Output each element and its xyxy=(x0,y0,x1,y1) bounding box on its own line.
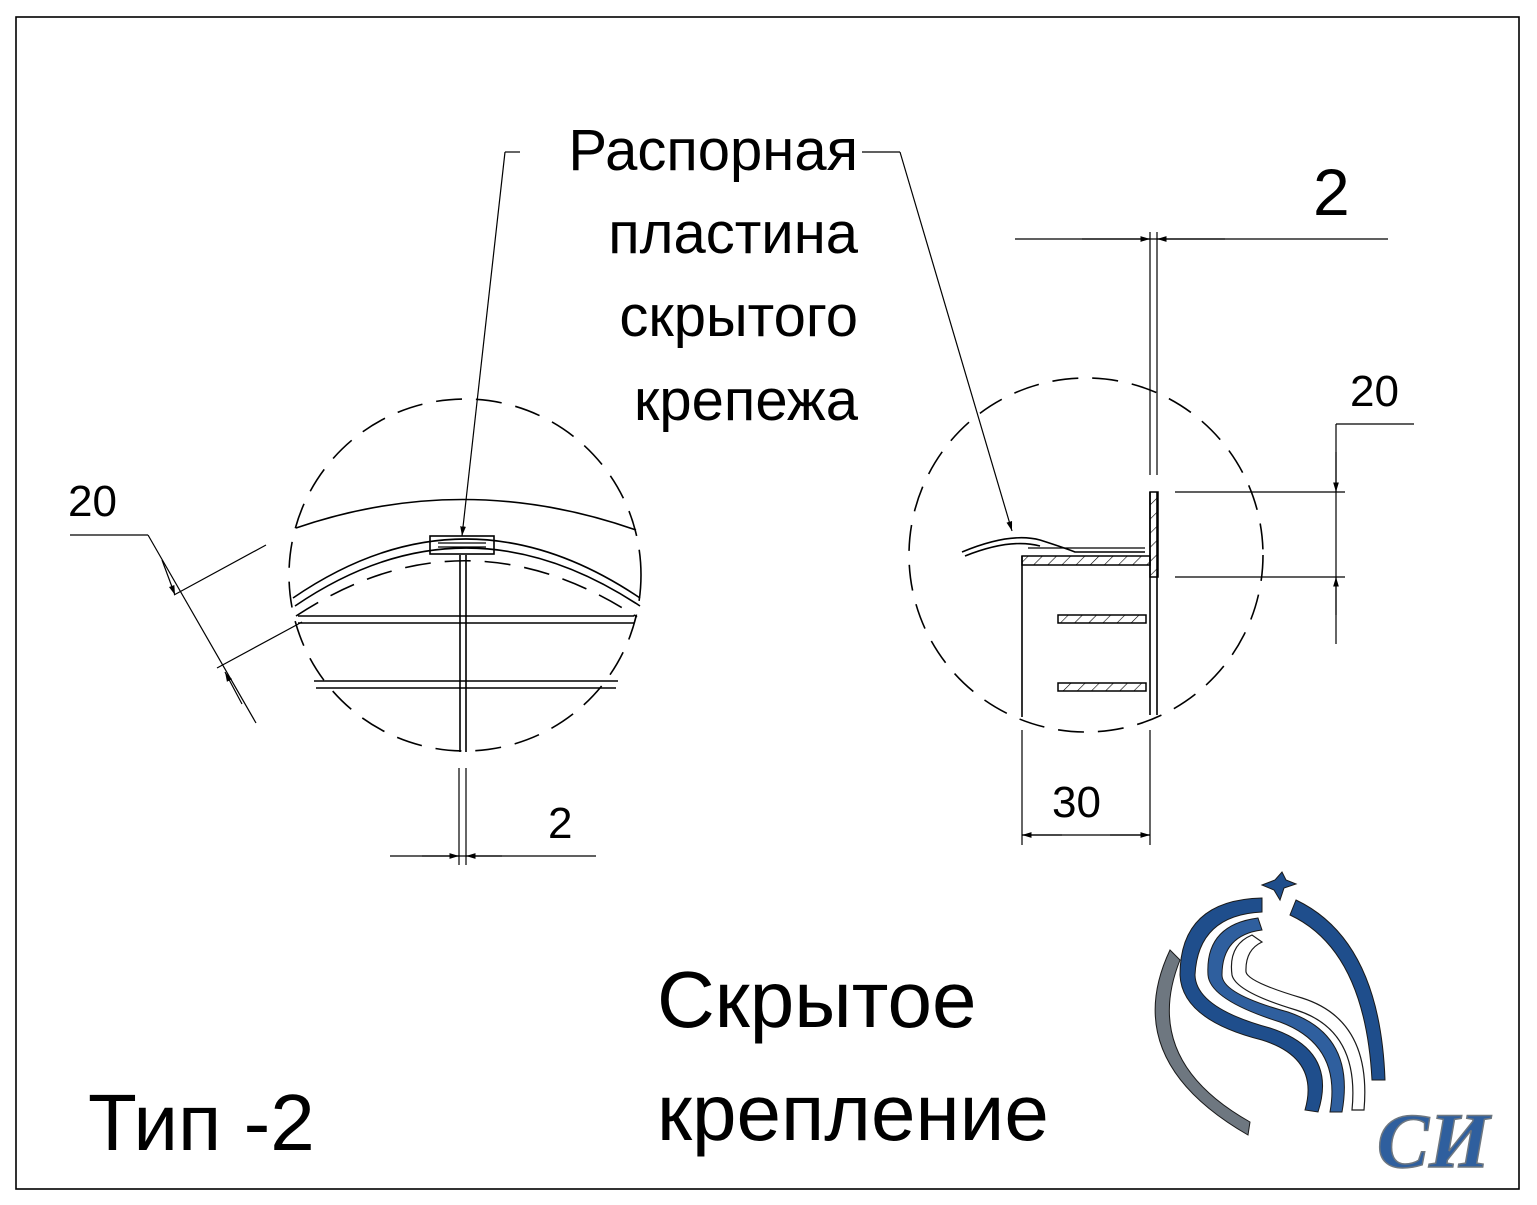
logo-arc-blue xyxy=(1289,899,1386,1081)
left-arc-2 xyxy=(294,547,641,607)
right-dim-2-label: 2 xyxy=(1313,155,1350,229)
right-dim-30-label: 30 xyxy=(1052,778,1101,827)
left-dim-2-label: 2 xyxy=(548,799,572,848)
type-label: Тип -2 xyxy=(88,1078,315,1167)
logo-arc-grey xyxy=(1154,949,1251,1136)
drawing-frame xyxy=(15,16,1520,1190)
right-spacer-plate xyxy=(961,536,1145,553)
title-line-1: Скрытое xyxy=(657,955,977,1044)
logo-s-white xyxy=(1230,934,1366,1111)
title-line-2: крепление xyxy=(657,1068,1049,1157)
logo-bird-icon xyxy=(1260,871,1298,902)
right-hatch-plate-3 xyxy=(1057,682,1147,692)
right-detail: 2 20 30 xyxy=(908,155,1414,845)
left-detail: 20 2 xyxy=(68,398,642,865)
logo-s-blue-2 xyxy=(1207,917,1345,1113)
callout: Распорная пластина скрытого крепежа xyxy=(460,118,1013,537)
logo-s-blue-1 xyxy=(1179,897,1323,1113)
left-detail-circle xyxy=(288,398,642,752)
logo-text: СИ xyxy=(1377,1097,1492,1184)
right-hatch-plate-1 xyxy=(1021,555,1151,566)
callout-line-3: скрытого xyxy=(619,284,858,349)
left-dim-20-label: 20 xyxy=(68,477,117,526)
callout-line-4: крепежа xyxy=(634,368,859,433)
right-dim-20-label: 20 xyxy=(1350,367,1399,416)
right-detail-circle xyxy=(908,377,1264,733)
callout-line-1: Распорная xyxy=(568,118,858,183)
right-hatch-plate-2 xyxy=(1057,614,1147,624)
callout-line-2: пластина xyxy=(608,201,859,266)
company-logo: СИ xyxy=(1154,871,1493,1185)
left-arc-1 xyxy=(292,538,641,599)
right-vertical-hatch xyxy=(1149,491,1159,578)
